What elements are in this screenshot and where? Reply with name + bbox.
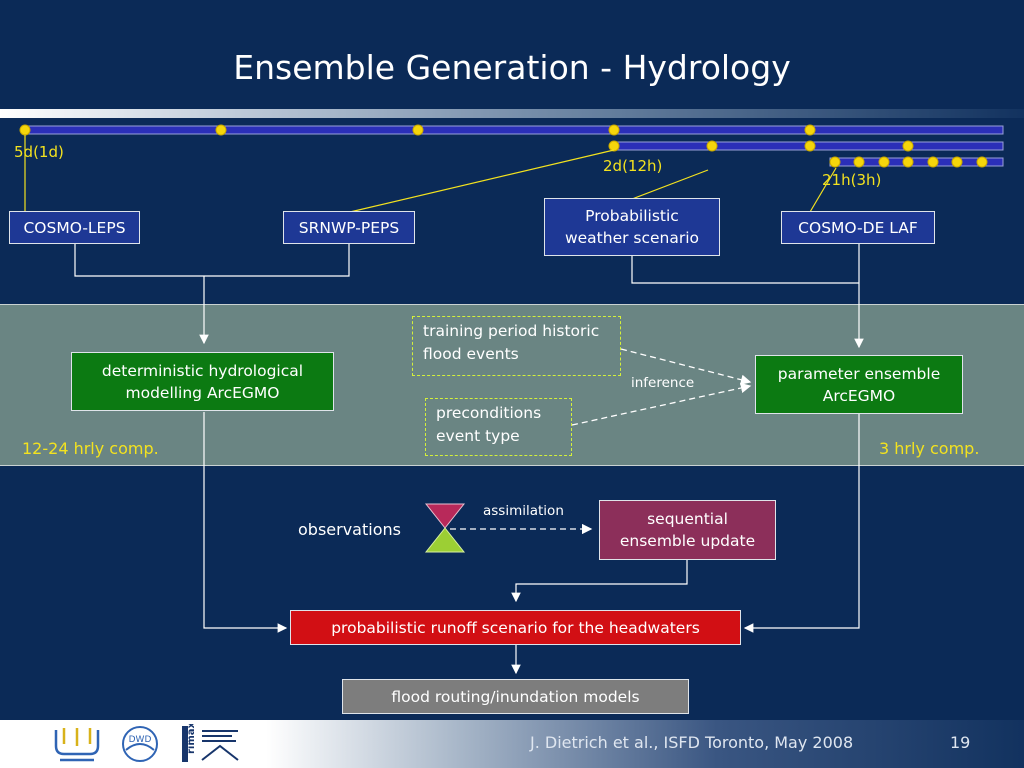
observations-label: observations [298,520,401,539]
rimax-logo: rimax [180,721,242,764]
timeline-dot [215,124,227,136]
inference-label: inference [631,375,695,391]
timeline-bar-5d [21,125,1004,135]
timeline-dot [412,124,424,136]
timeline-dot [804,124,816,136]
sequential-update-box: sequential ensemble update [599,500,776,560]
dwd-logo: DWD [118,724,162,764]
runoff-scenario-box: probabilistic runoff scenario for the he… [290,610,741,645]
svg-text:rimax: rimax [186,724,197,754]
footer-citation: J. Dietrich et al., ISFD Toronto, May 20… [530,733,854,752]
svg-text:DWD: DWD [129,735,152,745]
timeline-dot [19,124,31,136]
timeline-dot [902,156,914,168]
flood-routing-box: flood routing/inundation models [342,679,689,714]
timeline-dot [829,156,841,168]
timeline-dot [608,140,620,152]
title-divider [0,109,1024,118]
timeline-dot [951,156,963,168]
timeline-label-5d: 5d(1d) [14,143,64,161]
srnwp-peps-box: SRNWP-PEPS [283,211,415,244]
hourglass-icon [424,503,466,553]
hrly-12-24-label: 12-24 hrly comp. [22,439,159,458]
cosmo-leps-box: COSMO-LEPS [9,211,140,244]
institution-logo [54,728,100,762]
preconditions-box: preconditions event type [425,398,572,456]
timeline-dot [878,156,890,168]
timeline-dot [608,124,620,136]
timeline-dot [853,156,865,168]
probabilistic-weather-box: Probabilistic weather scenario [544,198,720,256]
timeline-dot [804,140,816,152]
timeline-dot [706,140,718,152]
timeline-dot [902,140,914,152]
slide-number: 19 [950,733,971,752]
assimilation-label: assimilation [483,503,564,519]
hrly-3-label: 3 hrly comp. [879,439,980,458]
cosmo-de-laf-box: COSMO-DE LAF [781,211,935,244]
training-period-box: training period historic flood events [412,316,621,376]
slide-title: Ensemble Generation - Hydrology [233,48,791,87]
deterministic-modelling-box: deterministic hydrological modelling Arc… [71,352,334,411]
footer-bar [0,720,1024,768]
parameter-ensemble-box: parameter ensemble ArcEGMO [755,355,963,414]
timeline-dot [976,156,988,168]
timeline-label-2d: 2d(12h) [603,157,663,175]
timeline-dot [927,156,939,168]
timeline-label-21h: 21h(3h) [822,171,882,189]
